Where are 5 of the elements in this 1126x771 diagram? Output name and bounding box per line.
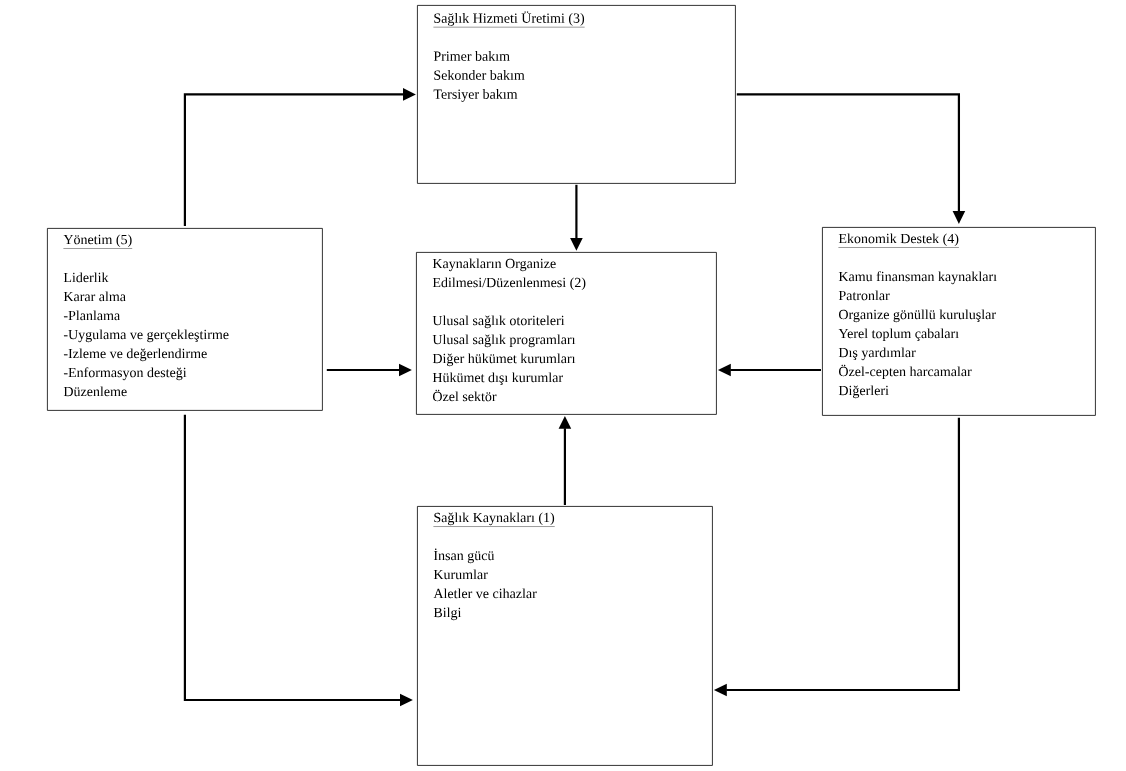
text-box: Ekonomik Destek (4) Kamu finansman kaynakları Patronlar Organize gönüllü kuruluşlar Yerel toplum çabaları Dış yardımlar Özel-cepten harcamalar Diğerleri <box>822 227 1096 416</box>
text-box: Sağlık Kaynakları (1) İnsan gücü Kurumlar Aletler ve cihazlar Bilgi <box>417 506 713 766</box>
text-box: Sağlık Hizmeti Üretimi (3) Primer bakım Sekonder bakım Tersiyer bakım <box>417 5 736 184</box>
text-box: Yönetim (5) Liderlik Karar alma -Planlama -Uygulama ve gerçekleştirme -Izleme ve değerlendirme -Enformasyon desteği Düzenleme <box>47 228 323 411</box>
text-box: Kaynakların Organize Edilmesi/Düzenlenmesi (2) Ulusal sağlık otoriteleri Ulusal sağlık programları Diğer hükümet kurumları Hükümet dışı kurumlar Özel sektör <box>416 252 717 415</box>
